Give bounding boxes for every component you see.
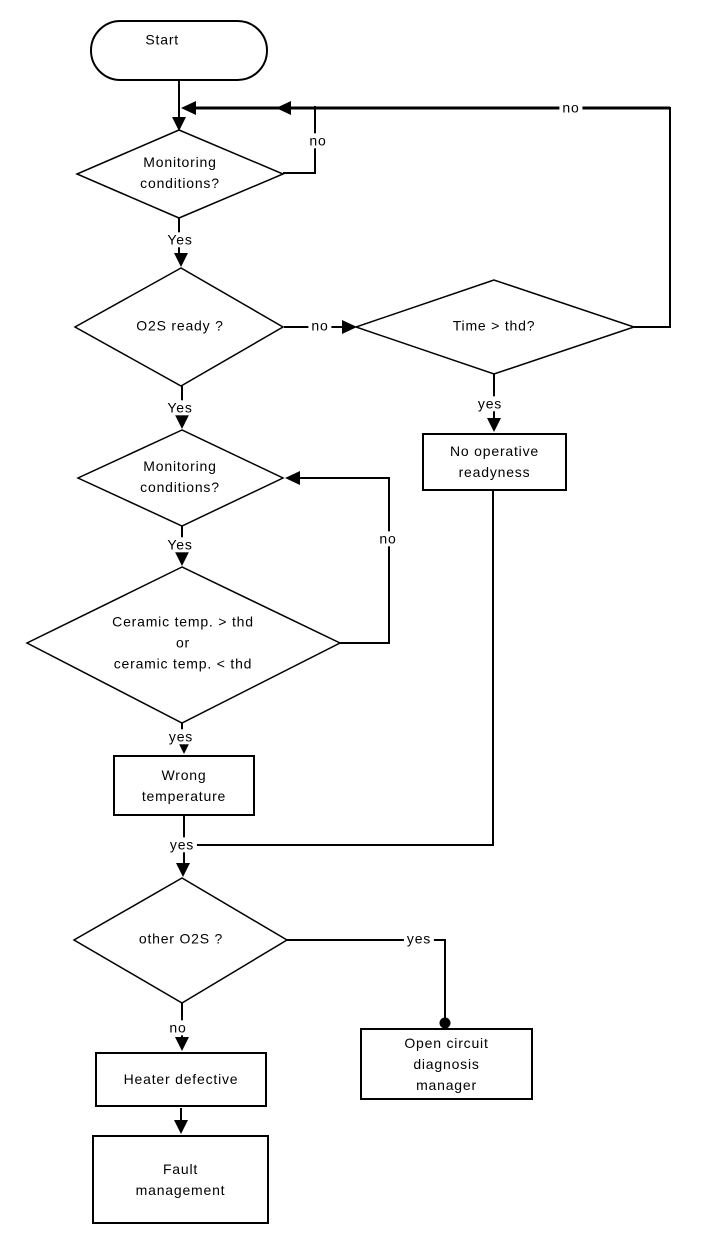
no-operative-readyness-node: No operative readyness bbox=[422, 433, 567, 491]
edge-label-ceramic-no: no bbox=[376, 530, 400, 547]
arrowhead-into-heater bbox=[175, 1037, 189, 1051]
fault-management-label: Fault management bbox=[135, 1160, 226, 1198]
edge-ceramic-no-loop bbox=[292, 477, 390, 644]
arrowhead-top-merge-mid bbox=[276, 101, 291, 115]
arrowhead-into-readyness bbox=[487, 418, 501, 432]
edge-readyness-to-merge bbox=[186, 490, 494, 846]
arrowhead-into-monitoring1 bbox=[172, 117, 186, 131]
no-operative-readyness-label: No operative readyness bbox=[450, 443, 539, 480]
ceramic-temp-diamond bbox=[25, 566, 342, 724]
decision-diamonds bbox=[25, 129, 637, 1004]
edge-label-other-o2s-no: no bbox=[166, 1019, 190, 1036]
o2s-ready-label: O2S ready ? bbox=[136, 317, 224, 334]
monitoring-conditions-2-diamond bbox=[76, 429, 285, 527]
arrowhead-into-ceramic bbox=[175, 552, 189, 566]
edge-label-other-o2s-yes: yes bbox=[403, 930, 435, 947]
open-circuit-manager-label: Open circuit diagnosis manager bbox=[404, 1034, 489, 1093]
heater-defective-label: Heater defective bbox=[123, 1071, 239, 1087]
arrowhead-top-merge-left bbox=[181, 101, 196, 115]
monitoring-conditions-2-label: Monitoring conditions? bbox=[140, 458, 220, 495]
edge-label-time-no: no bbox=[559, 99, 583, 116]
edge-label-o2s-ready-yes: Yes bbox=[164, 399, 196, 416]
edge-label-readyness-merge-yes: yes bbox=[166, 836, 198, 853]
edge-label-monitoring2-yes: Yes bbox=[164, 536, 196, 553]
o2s-ready-diamond bbox=[73, 267, 285, 387]
edge-othero2s-yes bbox=[287, 939, 446, 1028]
other-o2s-label: other O2S ? bbox=[138, 930, 224, 947]
edge-label-o2s-ready-no: no bbox=[308, 317, 332, 334]
monitoring-conditions-1-diamond bbox=[75, 129, 285, 219]
start-node: Start bbox=[90, 20, 268, 81]
fault-management-node: Fault management bbox=[92, 1135, 269, 1224]
wrong-temperature-node: Wrong temperature bbox=[113, 755, 255, 816]
arrowhead-into-monitoring2 bbox=[175, 415, 189, 429]
arrowhead-into-time-gt-thd bbox=[342, 320, 357, 334]
monitoring-conditions-1-label: Monitoring conditions? bbox=[140, 154, 220, 191]
arrowhead-into-othero2s bbox=[176, 863, 190, 877]
open-circuit-manager-node: Open circuit diagnosis manager bbox=[360, 1028, 533, 1100]
arrowhead-into-monitoring2-right bbox=[285, 471, 300, 485]
arrowhead-into-o2s-ready bbox=[174, 253, 188, 267]
other-o2s-diamond bbox=[72, 877, 289, 1004]
junction-dot bbox=[439, 1017, 451, 1029]
wrong-temperature-label: Wrong temperature bbox=[141, 766, 227, 804]
heater-defective-node: Heater defective bbox=[95, 1052, 267, 1107]
edge-label-time-yes: yes bbox=[474, 395, 506, 412]
edge-monitoring1-no-loop bbox=[283, 106, 316, 174]
edge-label-ceramic-yes: yes bbox=[165, 728, 197, 745]
time-gt-thd-diamond bbox=[353, 279, 637, 375]
ceramic-temp-label: Ceramic temp. > thd or ceramic temp. < t… bbox=[112, 613, 254, 672]
edge-time-no-return bbox=[634, 107, 671, 328]
start-label: Start bbox=[145, 31, 179, 48]
edge-label-monitoring1-no: no bbox=[306, 132, 330, 149]
arrowhead-into-fault bbox=[174, 1120, 188, 1134]
edge-label-monitoring1-yes: Yes bbox=[164, 231, 196, 248]
time-gt-thd-label: Time > thd? bbox=[452, 317, 536, 334]
